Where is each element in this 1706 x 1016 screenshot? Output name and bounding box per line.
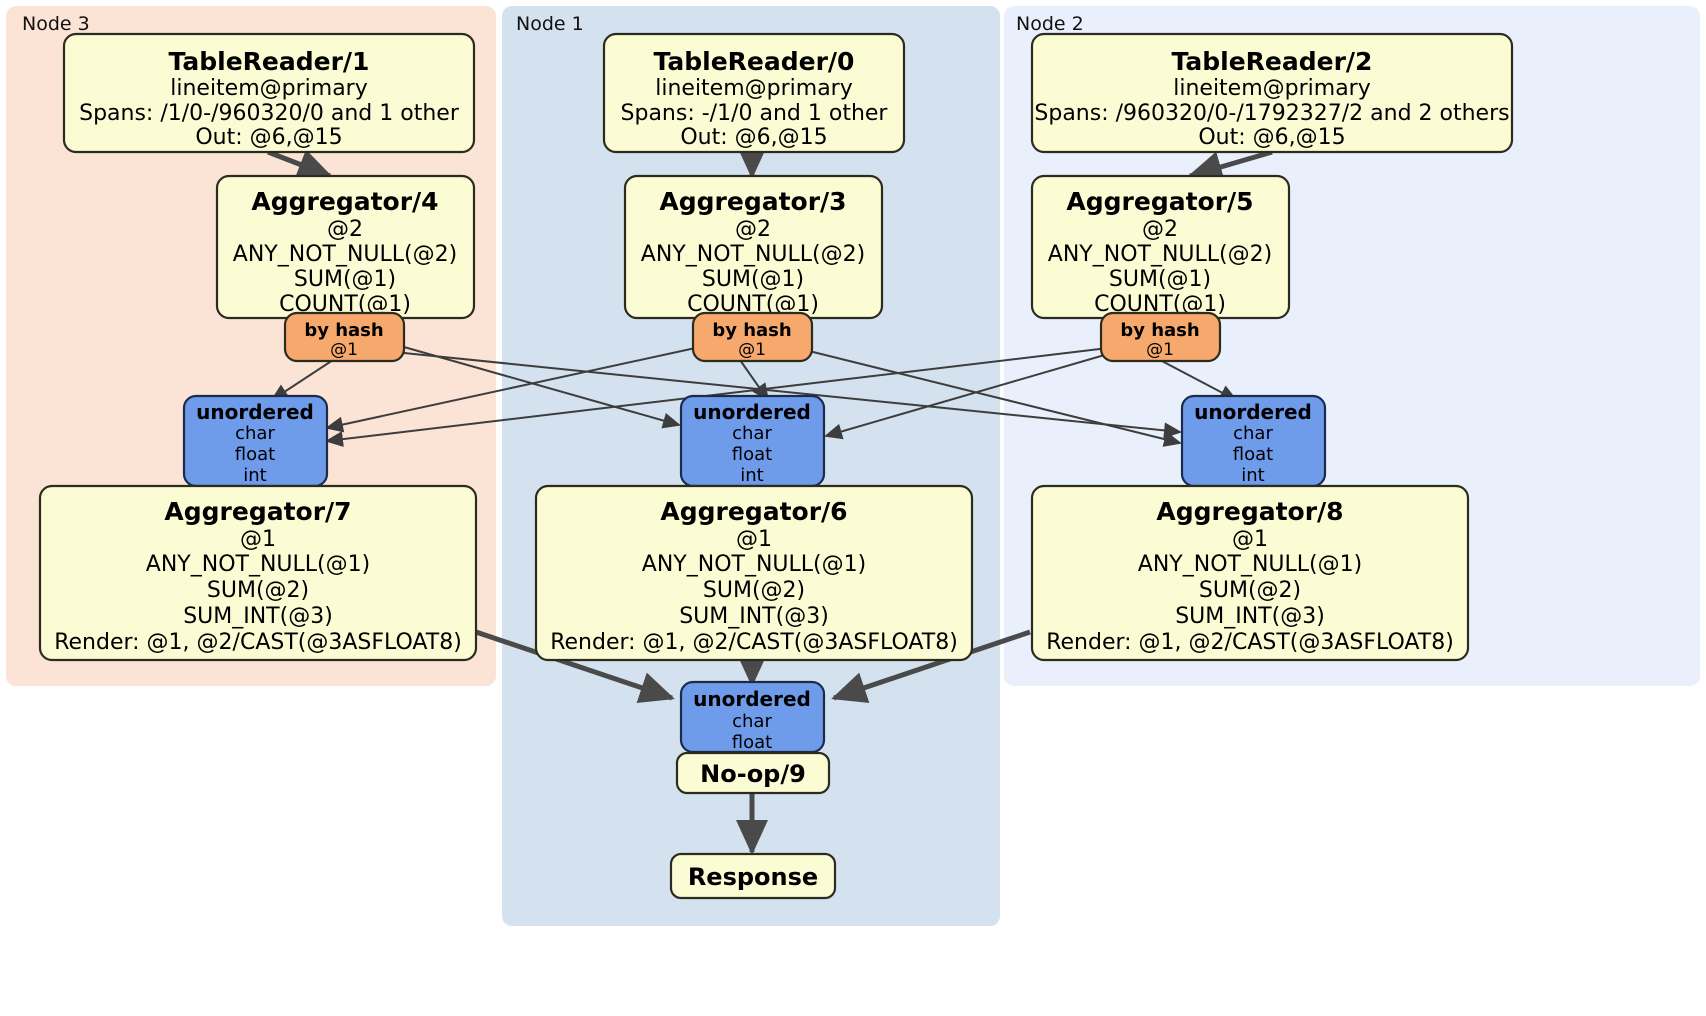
processor-detail-line: @2	[735, 217, 771, 242]
processor-aggregator6[interactable]: Aggregator/6 @1 ANY_NOT_NULL(@1) SUM(@2)…	[534, 484, 974, 662]
processor-detail-line: ANY_NOT_NULL(@2)	[233, 242, 457, 267]
processor-detail-line: Spans: /1/0-/960320/0 and 1 other	[79, 101, 460, 126]
inbox-title: unordered	[693, 687, 811, 711]
inbox-unordered-center[interactable]: unordered char float int	[679, 394, 826, 488]
router-detail-line: @1	[1146, 340, 1174, 360]
inbox-type-line: char	[1233, 423, 1273, 444]
edge-router-right-to-inbox-center	[824, 353, 1109, 440]
inbox-unordered-right[interactable]: unordered char float int	[1180, 394, 1327, 488]
processor-title: TableReader/0	[654, 47, 855, 76]
processor-title: TableReader/2	[1172, 47, 1373, 76]
processor-detail-line: @2	[1142, 217, 1178, 242]
processor-detail-line: SUM(@2)	[703, 578, 805, 603]
processor-detail-line: Out: @6,@15	[680, 125, 827, 150]
processor-title: Aggregator/3	[659, 187, 846, 216]
router-detail-line: @1	[738, 340, 766, 360]
inbox-type-line: char	[235, 423, 275, 444]
router-title: by hash	[712, 320, 791, 341]
router-detail-line: @1	[330, 340, 358, 360]
processor-detail-line: lineitem@primary	[1173, 76, 1371, 101]
processor-detail-line: SUM(@2)	[207, 578, 309, 603]
node-panel-label-node1: Node 1	[516, 13, 584, 35]
processor-detail-line: SUM_INT(@3)	[183, 604, 333, 629]
processor-aggregator7[interactable]: Aggregator/7 @1 ANY_NOT_NULL(@1) SUM(@2)…	[38, 484, 478, 662]
edge-router-center-to-inbox-center	[739, 359, 770, 402]
processor-title: Aggregator/7	[164, 497, 351, 526]
edge-aggregator8-to-inbox-final	[831, 629, 1031, 703]
edge-router-left-to-inbox-center	[403, 346, 681, 429]
processor-title: Aggregator/5	[1066, 187, 1253, 216]
inbox-type-line: char	[732, 711, 772, 732]
processor-tablereader2[interactable]: TableReader/2 lineitem@primary Spans: /9…	[1030, 32, 1514, 154]
processor-detail-line: SUM(@2)	[1199, 578, 1301, 603]
processor-title: TableReader/1	[169, 47, 370, 76]
processor-tablereader0[interactable]: TableReader/0 lineitem@primary Spans: -/…	[602, 32, 906, 154]
processor-detail-line: Render: @1, @2/CAST(@3ASFLOAT8)	[1046, 630, 1454, 655]
edge-router-left-to-inbox-right	[403, 352, 1182, 439]
inbox-unordered-final[interactable]: unordered char float	[679, 680, 826, 754]
edge-tablereader1-to-aggregator4	[267, 149, 333, 180]
processor-detail-line: SUM(@1)	[294, 267, 396, 292]
router-title: by hash	[1120, 320, 1199, 341]
router-by-hash-right[interactable]: by hash @1	[1099, 311, 1222, 363]
edge-router-center-to-inbox-left	[325, 346, 701, 433]
inbox-type-line: float	[732, 732, 772, 753]
inbox-type-line: float	[732, 444, 772, 465]
processor-detail-line: @1	[736, 527, 772, 552]
processor-aggregator4[interactable]: Aggregator/4 @2 ANY_NOT_NULL(@2) SUM(@1)…	[215, 174, 476, 320]
processor-detail-line: @2	[327, 217, 363, 242]
processor-detail-line: Spans: /960320/0-/1792327/2 and 2 others	[1034, 101, 1509, 126]
processor-title: Aggregator/8	[1156, 497, 1343, 526]
processor-detail-line: Out: @6,@15	[195, 125, 342, 150]
processor-aggregator8[interactable]: Aggregator/8 @1 ANY_NOT_NULL(@1) SUM(@2)…	[1030, 484, 1470, 662]
edge-aggregator7-to-inbox-final	[475, 629, 675, 703]
inbox-type-line: int	[740, 465, 763, 486]
processor-detail-line: SUM(@1)	[1109, 267, 1211, 292]
processor-detail-line: ANY_NOT_NULL(@1)	[1138, 552, 1362, 577]
inbox-type-line: float	[235, 444, 275, 465]
processor-aggregator3[interactable]: Aggregator/3 @2 ANY_NOT_NULL(@2) SUM(@1)…	[623, 174, 884, 320]
processor-detail-line: ANY_NOT_NULL(@1)	[642, 552, 866, 577]
edge-router-left-to-inbox-left	[270, 359, 334, 402]
processor-detail-line: Render: @1, @2/CAST(@3ASFLOAT8)	[550, 630, 958, 655]
processor-title: Aggregator/4	[251, 187, 438, 216]
processor-detail-line: Render: @1, @2/CAST(@3ASFLOAT8)	[54, 630, 462, 655]
inbox-title: unordered	[693, 400, 811, 424]
processor-detail-line: lineitem@primary	[655, 76, 853, 101]
edge-tablereader2-to-aggregator5	[1187, 149, 1273, 183]
inbox-unordered-left[interactable]: unordered char float int	[182, 394, 329, 488]
node-panel-label-node2: Node 2	[1016, 13, 1084, 35]
processor-detail-line: SUM_INT(@3)	[679, 604, 829, 629]
inbox-title: unordered	[1194, 400, 1312, 424]
processor-detail-line: SUM(@1)	[702, 267, 804, 292]
processor-detail-line: ANY_NOT_NULL(@2)	[641, 242, 865, 267]
processor-detail-line: @1	[240, 527, 276, 552]
processor-aggregator5[interactable]: Aggregator/5 @2 ANY_NOT_NULL(@2) SUM(@1)…	[1030, 174, 1291, 320]
processor-detail-line: lineitem@primary	[170, 76, 368, 101]
edge-router-center-to-inbox-right	[804, 349, 1182, 447]
processor-detail-line: ANY_NOT_NULL(@2)	[1048, 242, 1272, 267]
processor-detail-line: @1	[1232, 527, 1268, 552]
inbox-title: unordered	[196, 400, 314, 424]
processor-response[interactable]: Response	[669, 852, 837, 900]
router-title: by hash	[304, 320, 383, 341]
inbox-type-line: int	[1241, 465, 1264, 486]
processor-tablereader1[interactable]: TableReader/1 lineitem@primary Spans: /1…	[62, 32, 476, 154]
processor-detail-line: SUM_INT(@3)	[1175, 604, 1325, 629]
processor-detail-line: ANY_NOT_NULL(@1)	[146, 552, 370, 577]
node-panel-label-node3: Node 3	[22, 13, 90, 35]
router-by-hash-left[interactable]: by hash @1	[283, 311, 406, 363]
router-by-hash-center[interactable]: by hash @1	[691, 311, 814, 363]
processor-noop9[interactable]: No-op/9	[675, 751, 831, 795]
processor-title: No-op/9	[700, 760, 806, 788]
edge-router-right-to-inbox-left	[325, 347, 1109, 448]
processor-title: Aggregator/6	[660, 497, 847, 526]
processor-title: Response	[688, 863, 818, 891]
inbox-type-line: int	[243, 465, 266, 486]
inbox-type-line: char	[732, 423, 772, 444]
processor-detail-line: Spans: -/1/0 and 1 other	[621, 101, 889, 126]
edge-router-right-to-inbox-right	[1159, 359, 1238, 401]
inbox-type-line: float	[1233, 444, 1273, 465]
processor-detail-line: Out: @6,@15	[1198, 125, 1345, 150]
